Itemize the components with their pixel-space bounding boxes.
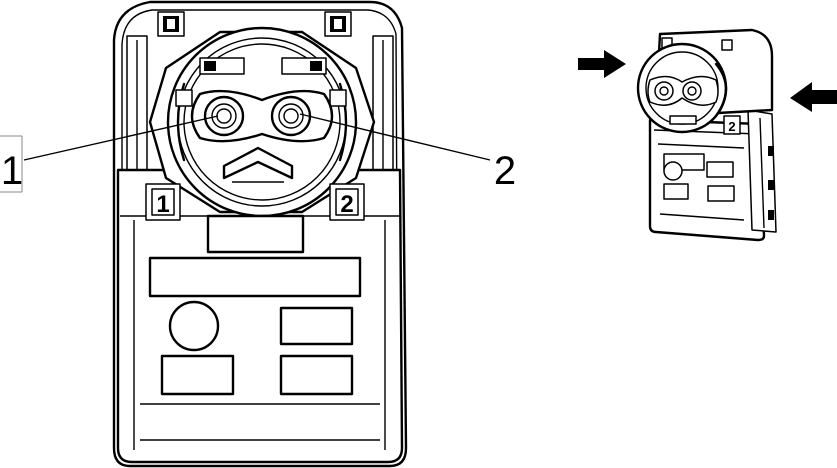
thumbnail-body	[648, 118, 766, 242]
callouts: 1 2	[0, 113, 516, 193]
keying-chevron	[222, 146, 294, 180]
terminal-1-label: 1	[156, 191, 169, 218]
terminal-2-socket	[270, 95, 312, 137]
wide-label-slot	[148, 256, 362, 298]
right-lower-slot	[279, 354, 354, 396]
leader-line-1	[23, 115, 219, 161]
terminal-1-socket	[203, 95, 245, 137]
thumbnail-round-recess	[663, 161, 683, 181]
connector-thumbnail: 2	[578, 28, 837, 242]
terminal-2-label: 2	[340, 191, 353, 218]
housing-outer-outline	[112, 0, 408, 468]
right-upper-slot	[279, 306, 354, 346]
thumbnail-terminal-box	[723, 115, 741, 135]
leader-line-2	[299, 113, 491, 161]
upper-label-slot	[206, 214, 305, 254]
callout-2-label: 2	[494, 149, 516, 193]
thumbnail-terminal-label: 2	[728, 119, 735, 134]
left-push-arrow	[578, 50, 626, 78]
right-push-arrow	[790, 82, 837, 112]
left-lower-slot	[160, 354, 235, 396]
round-recess	[168, 300, 220, 352]
callout-1-label: 1	[1, 149, 23, 193]
connector-face-view: 1 2	[112, 0, 408, 468]
